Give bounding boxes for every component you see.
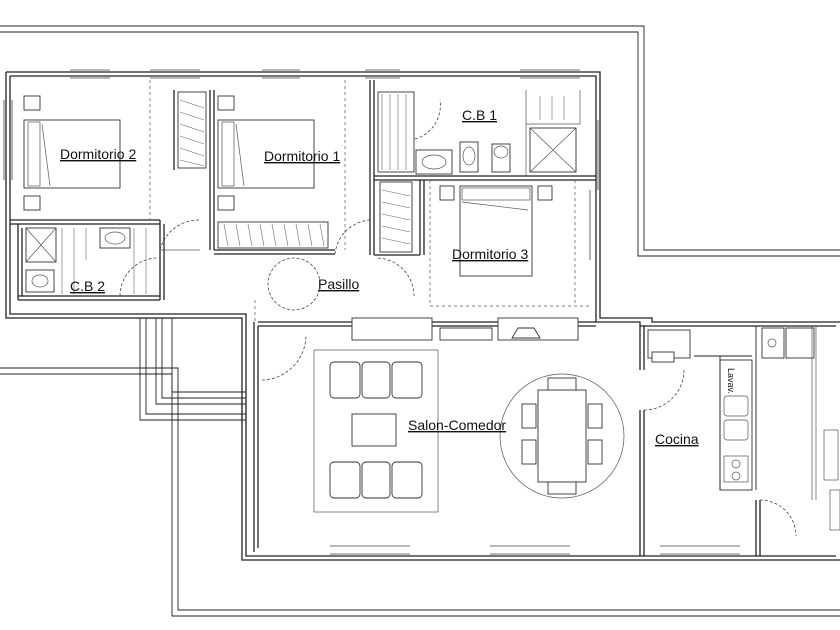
exterior-walls: [5, 71, 840, 561]
kitchen-fixtures: [647, 326, 817, 500]
wardrobes: [177, 91, 415, 253]
label-cb-1: C.B 1: [462, 107, 497, 123]
label-cocina: Cocina: [655, 431, 699, 447]
label-lavavajillas: Lavav.: [726, 368, 736, 394]
label-dormitorio-3: Dormitorio 3: [452, 246, 528, 262]
label-dormitorio-2: Dormitorio 2: [60, 146, 136, 162]
bed-dormitorio-2: [23, 95, 121, 211]
label-pasillo: Pasillo: [318, 276, 359, 292]
label-cb-2: C.B 2: [70, 278, 105, 294]
doors: [119, 99, 797, 537]
bed-dormitorio-3: [439, 185, 553, 277]
zone-lines: [149, 80, 590, 322]
terrace-outline: [0, 25, 840, 617]
living-furniture: [313, 317, 625, 513]
bathroom-1-fixtures: [415, 90, 581, 176]
bed-dormitorio-1: [217, 95, 315, 211]
bathroom-2-fixtures: [25, 227, 147, 294]
label-dormitorio-1: Dormitorio 1: [264, 148, 340, 164]
label-salon-comedor: Salon-Comedor: [408, 417, 506, 433]
windows: [3, 69, 840, 555]
room-labels: Dormitorio 2 Dormitorio 1 C.B 1 Dormitor…: [60, 107, 736, 447]
